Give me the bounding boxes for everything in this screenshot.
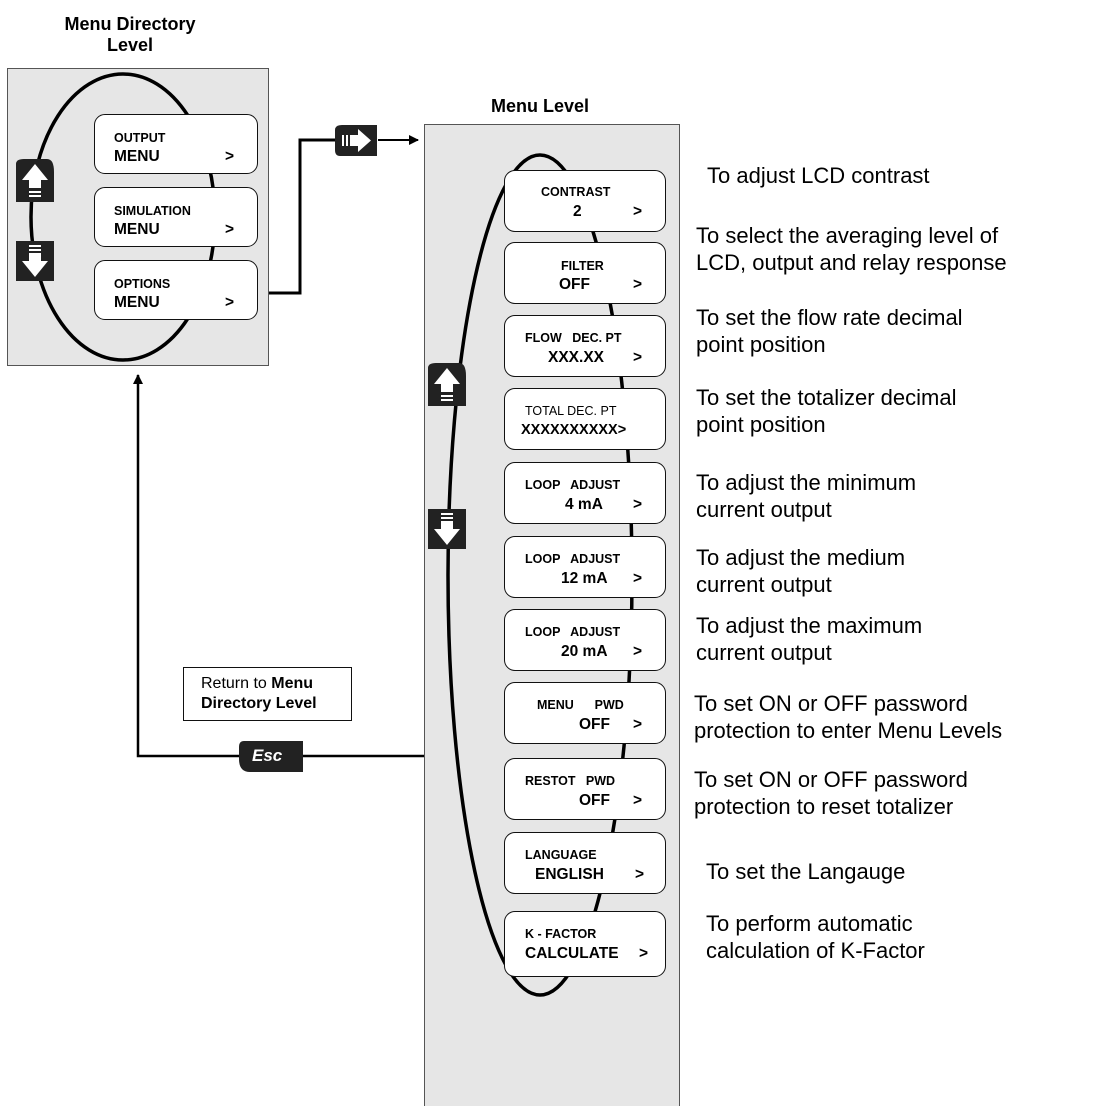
desc-k-factor: To perform automatic calculation of K-Fa… [706,911,925,963]
desc-flow-dec-pt: To set the flow rate decimal point posit… [696,305,963,357]
menu-item-language[interactable]: LANGUAGE ENGLISH > [504,832,666,894]
desc-contrast: To adjust LCD contrast [707,163,930,188]
menu-item-menu-pwd[interactable]: MENU PWD OFF > [504,682,666,744]
menu-down-arrow-key-icon[interactable] [427,508,467,550]
desc-filter: To select the averaging level of LCD, ou… [696,223,1007,275]
menu-up-arrow-key-icon[interactable] [427,362,467,407]
directory-item-options[interactable]: OPTIONS MENU > [94,260,258,320]
esc-key-icon[interactable]: Esc [238,739,304,773]
menu-item-contrast[interactable]: CONTRAST 2 > [504,170,666,232]
directory-title: Menu Directory Level [64,14,196,55]
enter-right-arrow-key-icon[interactable] [334,124,378,157]
down-arrow-key-icon[interactable] [15,240,55,282]
desc-loop-adjust-max: To adjust the maximum current output [696,613,923,665]
menu-item-filter[interactable]: FILTER OFF > [504,242,666,304]
desc-language: To set the Langauge [706,859,906,884]
return-to-directory-note: Return to Menu Directory Level [183,667,352,721]
desc-loop-adjust-min: To adjust the minimum current output [696,470,917,522]
menu-level-title: Menu Level [490,96,590,116]
directory-item-output[interactable]: OUTPUT MENU > [94,114,258,174]
menu-item-total-dec-pt[interactable]: TOTAL DEC. PT XXXXXXXXXX> [504,388,666,450]
menu-item-restot-pwd[interactable]: RESTOT PWD OFF > [504,758,666,820]
menu-item-loop-adjust-20ma[interactable]: LOOP ADJUST 20 mA > [504,609,666,671]
menu-item-loop-adjust-4ma[interactable]: LOOP ADJUST 4 mA > [504,462,666,524]
menu-item-loop-adjust-12ma[interactable]: LOOP ADJUST 12 mA > [504,536,666,598]
directory-item-simulation[interactable]: SIMULATION MENU > [94,187,258,247]
menu-item-flow-dec-pt[interactable]: FLOW DEC. PT XXX.XX > [504,315,666,377]
up-arrow-key-icon[interactable] [15,158,55,203]
desc-menu-pwd: To set ON or OFF password protection to … [694,691,1003,743]
desc-restot-pwd: To set ON or OFF password protection to … [694,767,968,819]
menu-item-k-factor[interactable]: K - FACTOR CALCULATE > [504,911,666,977]
desc-loop-adjust-med: To adjust the medium current output [696,545,906,597]
desc-total-dec-pt: To set the totalizer decimal point posit… [696,385,957,437]
